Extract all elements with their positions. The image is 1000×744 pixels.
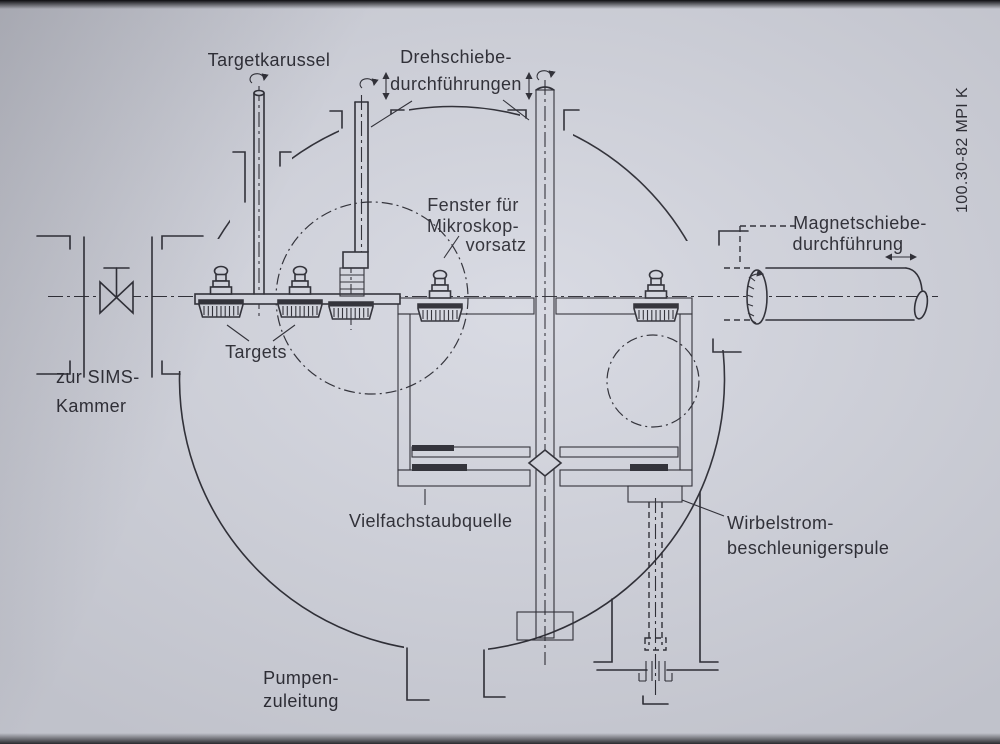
label-fenster-2: Mikroskop- bbox=[427, 216, 519, 236]
label-wirbelstrom-2: beschleunigerspule bbox=[727, 538, 889, 558]
label-magnetschiebe-2: durchführung bbox=[793, 234, 904, 254]
label-fenster-1: Fenster für bbox=[427, 195, 518, 215]
label-zur-sims-2: Kammer bbox=[56, 396, 126, 416]
label-wirbelstrom-1: Wirbelstrom- bbox=[727, 513, 834, 533]
label-vielfachstaubquelle: Vielfachstaubquelle bbox=[349, 511, 512, 531]
tube-end-view bbox=[746, 269, 768, 325]
label-magnetschiebe-1: Magnetschiebe- bbox=[793, 213, 927, 233]
label-pumpen-2: zuleitung bbox=[263, 691, 339, 711]
label-targetkarussel: Targetkarussel bbox=[208, 50, 331, 70]
label-fenster-3: vorsatz bbox=[466, 235, 527, 255]
drawing-number: 100.30-82 MPI K bbox=[954, 87, 971, 213]
label-pumpen-1: Pumpen- bbox=[263, 668, 339, 688]
label-zur-sims-1: zur SIMS- bbox=[56, 367, 140, 387]
source-boat-left bbox=[412, 445, 454, 451]
source-boat-bottom-right bbox=[630, 464, 668, 471]
shaft-elbow bbox=[342, 251, 369, 269]
label-drehschiebe-1: Drehschiebe- bbox=[400, 47, 512, 67]
label-targets: Targets bbox=[225, 342, 287, 362]
label-drehschiebe-2: durchführungen bbox=[390, 74, 522, 94]
source-boat-bottom-left bbox=[412, 464, 467, 471]
target-holder-3 bbox=[328, 301, 374, 320]
